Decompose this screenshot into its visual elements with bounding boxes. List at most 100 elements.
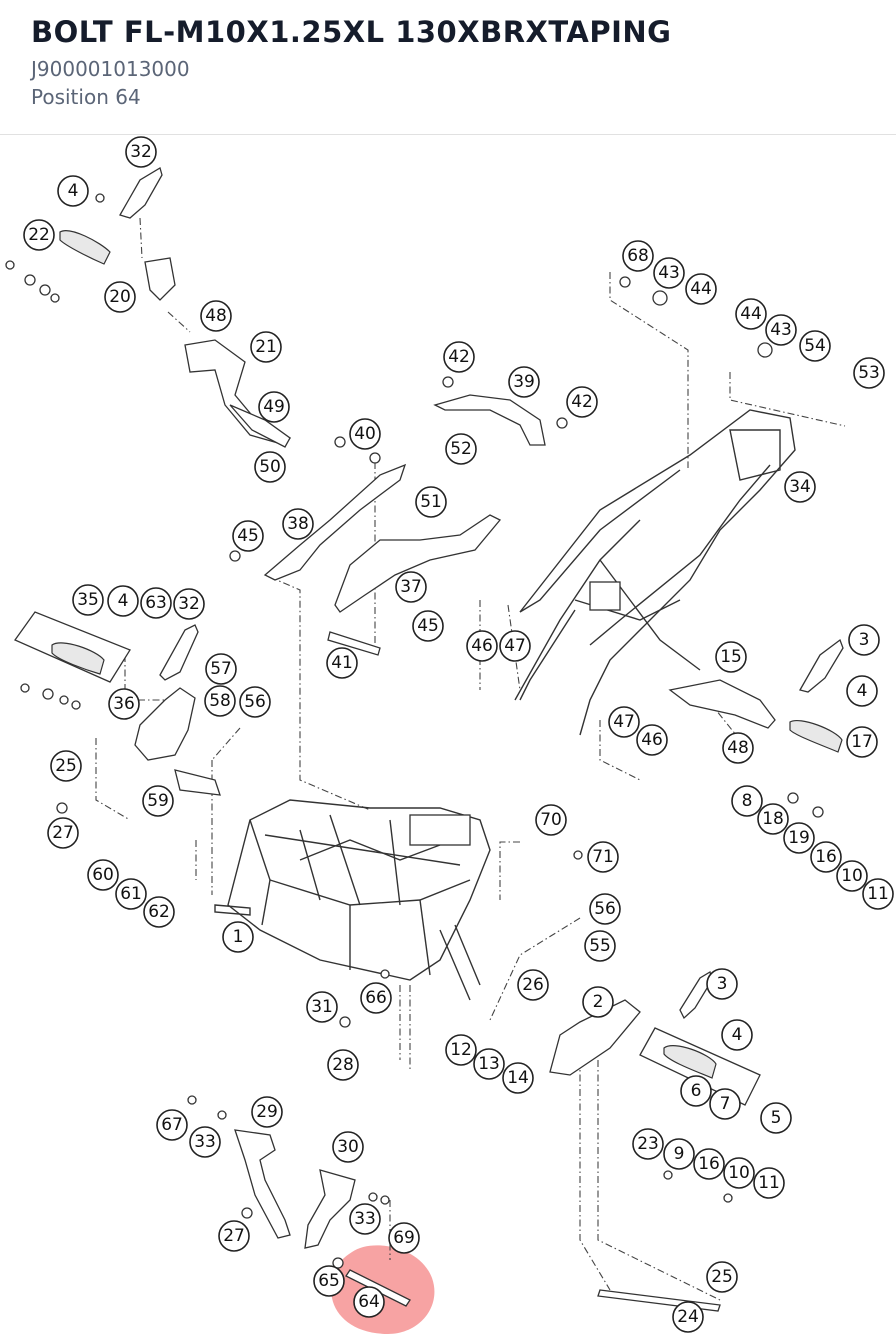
callout-4[interactable]: 4 (107, 585, 139, 617)
svg-text:1: 1 (233, 927, 244, 947)
callout-20[interactable]: 20 (104, 281, 136, 313)
callout-32[interactable]: 32 (125, 136, 157, 168)
callout-56[interactable]: 56 (239, 686, 271, 718)
callout-42[interactable]: 42 (443, 341, 475, 373)
callout-8[interactable]: 8 (731, 785, 763, 817)
callout-62[interactable]: 62 (143, 896, 175, 928)
callout-65[interactable]: 65 (313, 1265, 345, 1297)
callout-29[interactable]: 29 (251, 1096, 283, 1128)
callout-59[interactable]: 59 (142, 785, 174, 817)
callout-69[interactable]: 69 (388, 1222, 420, 1254)
callout-9[interactable]: 9 (663, 1138, 695, 1170)
callout-4[interactable]: 4 (721, 1019, 753, 1051)
callout-36[interactable]: 36 (108, 688, 140, 720)
callout-30[interactable]: 30 (332, 1131, 364, 1163)
callout-3[interactable]: 3 (848, 624, 880, 656)
callout-15[interactable]: 15 (715, 641, 747, 673)
callout-25[interactable]: 25 (706, 1261, 738, 1293)
callout-27[interactable]: 27 (47, 817, 79, 849)
callout-54[interactable]: 54 (799, 330, 831, 362)
callout-4[interactable]: 4 (846, 675, 878, 707)
callout-44[interactable]: 44 (735, 298, 767, 330)
callout-17[interactable]: 17 (846, 726, 878, 758)
callout-58[interactable]: 58 (204, 685, 236, 717)
svg-text:52: 52 (450, 439, 472, 459)
svg-text:11: 11 (758, 1173, 780, 1193)
callout-63[interactable]: 63 (140, 587, 172, 619)
callout-33[interactable]: 33 (189, 1126, 221, 1158)
callout-6[interactable]: 6 (680, 1075, 712, 1107)
callout-39[interactable]: 39 (508, 366, 540, 398)
callout-24[interactable]: 24 (672, 1301, 704, 1333)
callout-38[interactable]: 38 (282, 508, 314, 540)
callout-45[interactable]: 45 (412, 610, 444, 642)
callout-34[interactable]: 34 (784, 471, 816, 503)
callout-46[interactable]: 46 (466, 630, 498, 662)
callout-41[interactable]: 41 (326, 647, 358, 679)
callout-57[interactable]: 57 (205, 653, 237, 685)
callout-28[interactable]: 28 (327, 1049, 359, 1081)
callout-56[interactable]: 56 (589, 893, 621, 925)
callout-43[interactable]: 43 (653, 257, 685, 289)
callout-60[interactable]: 60 (87, 859, 119, 891)
callout-33[interactable]: 33 (349, 1203, 381, 1235)
callout-43[interactable]: 43 (765, 314, 797, 346)
callout-48[interactable]: 48 (200, 300, 232, 332)
callout-44[interactable]: 44 (685, 273, 717, 305)
callout-11[interactable]: 11 (753, 1167, 785, 1199)
callout-61[interactable]: 61 (115, 878, 147, 910)
callout-18[interactable]: 18 (757, 803, 789, 835)
callout-25[interactable]: 25 (50, 750, 82, 782)
callout-32[interactable]: 32 (173, 588, 205, 620)
svg-text:53: 53 (858, 363, 880, 383)
callout-23[interactable]: 23 (632, 1128, 664, 1160)
svg-text:22: 22 (28, 225, 50, 245)
callout-13[interactable]: 13 (473, 1048, 505, 1080)
callout-51[interactable]: 51 (415, 486, 447, 518)
callout-19[interactable]: 19 (783, 822, 815, 854)
callout-1[interactable]: 1 (222, 921, 254, 953)
callout-48[interactable]: 48 (722, 732, 754, 764)
callout-42[interactable]: 42 (566, 386, 598, 418)
callout-2[interactable]: 2 (582, 986, 614, 1018)
callout-26[interactable]: 26 (517, 969, 549, 1001)
callout-50[interactable]: 50 (254, 451, 286, 483)
callout-55[interactable]: 55 (584, 930, 616, 962)
callout-64[interactable]: 64 (353, 1286, 385, 1318)
svg-text:55: 55 (589, 936, 611, 956)
callout-68[interactable]: 68 (622, 240, 654, 272)
callout-12[interactable]: 12 (445, 1034, 477, 1066)
callout-49[interactable]: 49 (258, 391, 290, 423)
callout-4[interactable]: 4 (57, 175, 89, 207)
callout-3[interactable]: 3 (706, 968, 738, 1000)
callout-21[interactable]: 21 (250, 331, 282, 363)
callout-16[interactable]: 16 (810, 841, 842, 873)
callout-31[interactable]: 31 (306, 991, 338, 1023)
callout-11[interactable]: 11 (862, 878, 894, 910)
callout-10[interactable]: 10 (836, 860, 868, 892)
callout-16[interactable]: 16 (693, 1148, 725, 1180)
callout-7[interactable]: 7 (709, 1088, 741, 1120)
callout-66[interactable]: 66 (360, 982, 392, 1014)
callout-47[interactable]: 47 (608, 706, 640, 738)
svg-text:27: 27 (52, 823, 74, 843)
callout-46[interactable]: 46 (636, 724, 668, 756)
callout-67[interactable]: 67 (156, 1109, 188, 1141)
callout-35[interactable]: 35 (72, 584, 104, 616)
callout-5[interactable]: 5 (760, 1102, 792, 1134)
callout-10[interactable]: 10 (723, 1157, 755, 1189)
svg-text:21: 21 (255, 337, 277, 357)
svg-text:27: 27 (223, 1226, 245, 1246)
callout-14[interactable]: 14 (502, 1062, 534, 1094)
callout-22[interactable]: 22 (23, 219, 55, 251)
callout-40[interactable]: 40 (349, 418, 381, 450)
callout-70[interactable]: 70 (535, 804, 567, 836)
callout-37[interactable]: 37 (395, 571, 427, 603)
callout-53[interactable]: 53 (853, 357, 885, 389)
callout-45[interactable]: 45 (232, 520, 264, 552)
callout-47[interactable]: 47 (499, 630, 531, 662)
svg-text:37: 37 (400, 577, 422, 597)
callout-71[interactable]: 71 (587, 841, 619, 873)
callout-27[interactable]: 27 (218, 1220, 250, 1252)
callout-52[interactable]: 52 (445, 433, 477, 465)
